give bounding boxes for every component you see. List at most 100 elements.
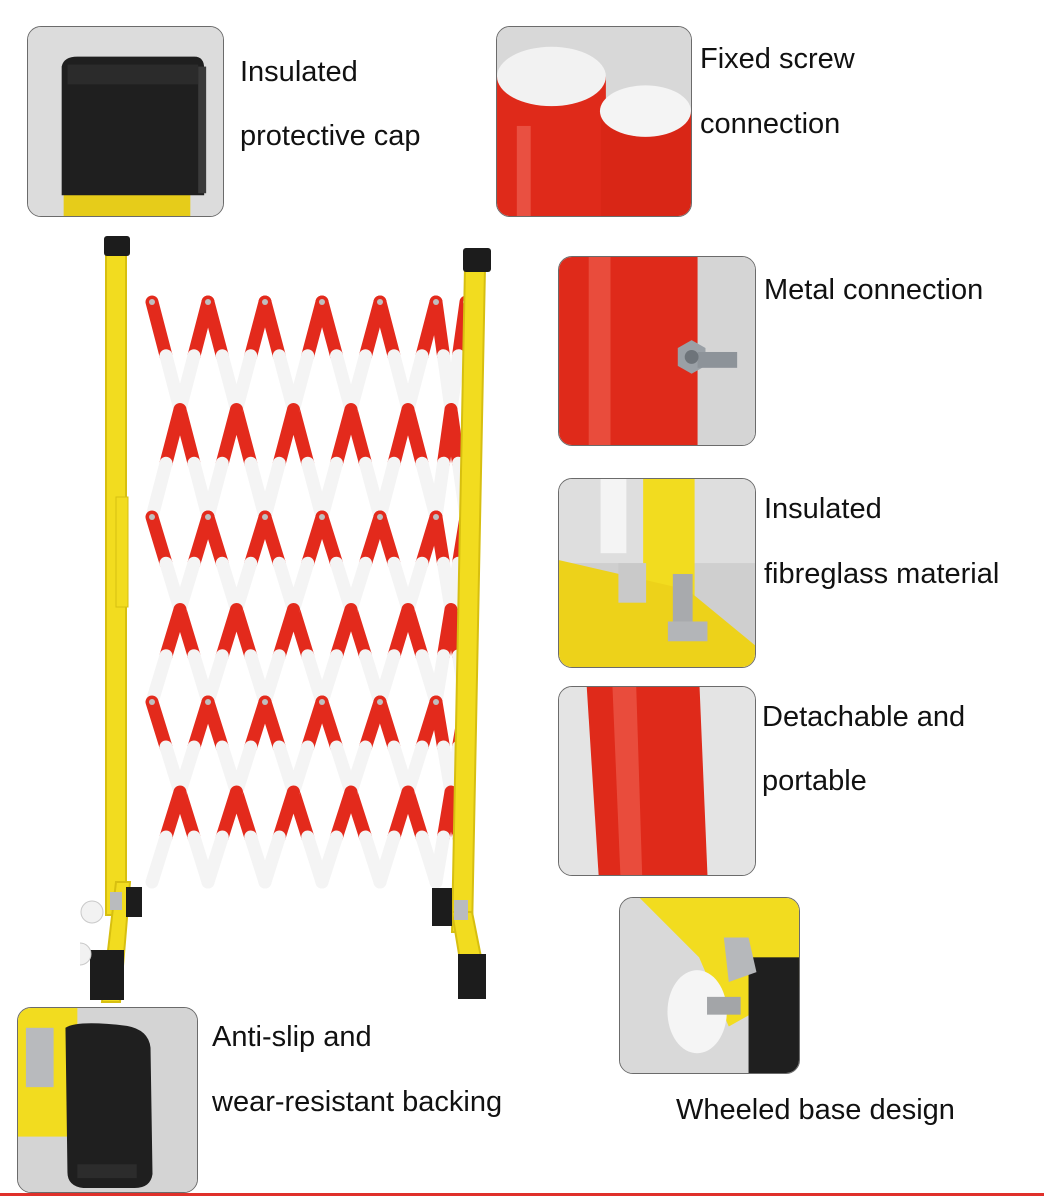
lattice-pivot [319,699,325,705]
lattice-bar-segment [201,456,229,524]
lattice-bar-segment [258,695,286,754]
lattice-bar-segment [373,295,401,363]
lattice-bar-segment [444,556,465,616]
lattice-bar-segment [315,295,343,363]
lattice-bar-segment [230,740,258,799]
lattice-bar-segment [373,510,401,570]
metal-thumbnail [558,256,756,446]
lattice-bar-segment [230,556,258,616]
lattice-bar-segment [201,510,229,570]
lattice-bar-segment [145,295,173,363]
lattice-bar-segment [287,349,315,416]
fibreglass-post-image [559,479,755,667]
lattice-bar-segment [330,403,358,470]
lattice-pivot [433,514,439,520]
lattice-bar-segment [444,349,465,416]
lattice-pivot [149,514,155,520]
lattice-bar-segment [401,740,429,799]
backing-thumbnail [17,1007,198,1193]
lattice-bar-segment [258,295,286,363]
fibreglass-label-line1: Insulated [764,493,882,525]
fibreglass-thumbnail [558,478,756,668]
lattice-bar-segment [258,830,286,889]
cap-label-line2: protective cap [240,120,421,152]
lattice-bar-segment [272,785,300,844]
lattice-pivot [433,699,439,705]
expandable-fence-image [80,236,491,1003]
lattice-bar-segment [173,740,201,799]
lattice-bar-segment [159,403,187,470]
lattice-bar-segment [429,830,450,889]
lattice-bar-segment [145,649,173,709]
lattice-bar-segment [145,830,173,889]
fibreglass-label-line2: fibreglass material [764,558,1000,590]
lattice-bar-segment [287,740,315,799]
screw-label-line2: connection [700,108,841,140]
wheel-thumbnail [619,897,800,1074]
lattice-bar-segment [437,403,458,470]
lattice-bar-segment [330,603,358,663]
lattice-bar-segment [201,295,229,363]
screw-label-line1: Fixed screw [700,43,855,75]
lattice-bar-segment [429,295,450,363]
lattice-bar-segment [344,349,372,416]
lattice-pivot [377,699,383,705]
lattice-bar-segment [315,510,343,570]
lattice-bar-segment [315,456,343,524]
lattice-bar-segment [387,785,415,844]
lattice-bar-segment [201,830,229,889]
lattice-bar-segment [145,510,173,570]
lattice-pivot [262,299,268,305]
lattice-bar-segment [429,649,450,709]
screw-thumbnail [496,26,692,217]
lattice-pivot [262,514,268,520]
detachable-thumbnail [558,686,756,876]
lattice-bar-segment [173,556,201,616]
lattice-bar-segment [272,403,300,470]
lattice-pivot [205,299,211,305]
backing-label-line1: Anti-slip and [212,1021,372,1053]
lattice-bar-segment [215,785,243,844]
lattice-pivot [149,699,155,705]
wheel-label-line1: Wheeled base design [676,1094,955,1126]
lattice-bar-segment [344,740,372,799]
lattice-pivot [205,514,211,520]
lattice-pivot [319,514,325,520]
lattice-bar-segment [429,510,450,570]
lattice-bar-segment [258,456,286,524]
cap-label-line1: Insulated [240,56,358,88]
red-tube-image [559,687,755,875]
lattice-pivot [149,299,155,305]
lattice-bar-segment [201,695,229,754]
lattice-bar-segment [387,403,415,470]
lattice-bar-segment [258,510,286,570]
tube-ends-image [497,27,691,216]
lattice-pivot [377,514,383,520]
lattice-bar-segment [315,830,343,889]
lattice-bar-segment [258,649,286,709]
lattice-pivot [433,299,439,305]
detachable-label-line2: portable [762,765,867,797]
lattice-bar-segment [437,785,458,844]
lattice-bar-segment [173,349,201,416]
bolt-image [559,257,755,445]
lattice-bar-segment [330,785,358,844]
lattice-bar-segment [159,785,187,844]
lattice-bar-segment [401,556,429,616]
lattice-bar-segment [401,349,429,416]
lattice-bar-segment [429,456,450,524]
lattice-pivot [205,699,211,705]
backing-label-line2: wear-resistant backing [212,1086,503,1118]
lattice-bar-segment [230,349,258,416]
lattice-pivot [262,699,268,705]
lattice-bar-segment [315,695,343,754]
lattice-bar-segment [215,403,243,470]
detachable-label-line1: Detachable and [762,701,966,733]
rubber-foot-image [18,1008,197,1192]
protective-cap-image [28,27,223,216]
bottom-accent-line [0,1193,1044,1196]
lattice-bar-segment [437,603,458,663]
lattice-bar-segment [215,603,243,663]
lattice-bar-segment [344,556,372,616]
lattice-bar-segment [145,456,173,524]
